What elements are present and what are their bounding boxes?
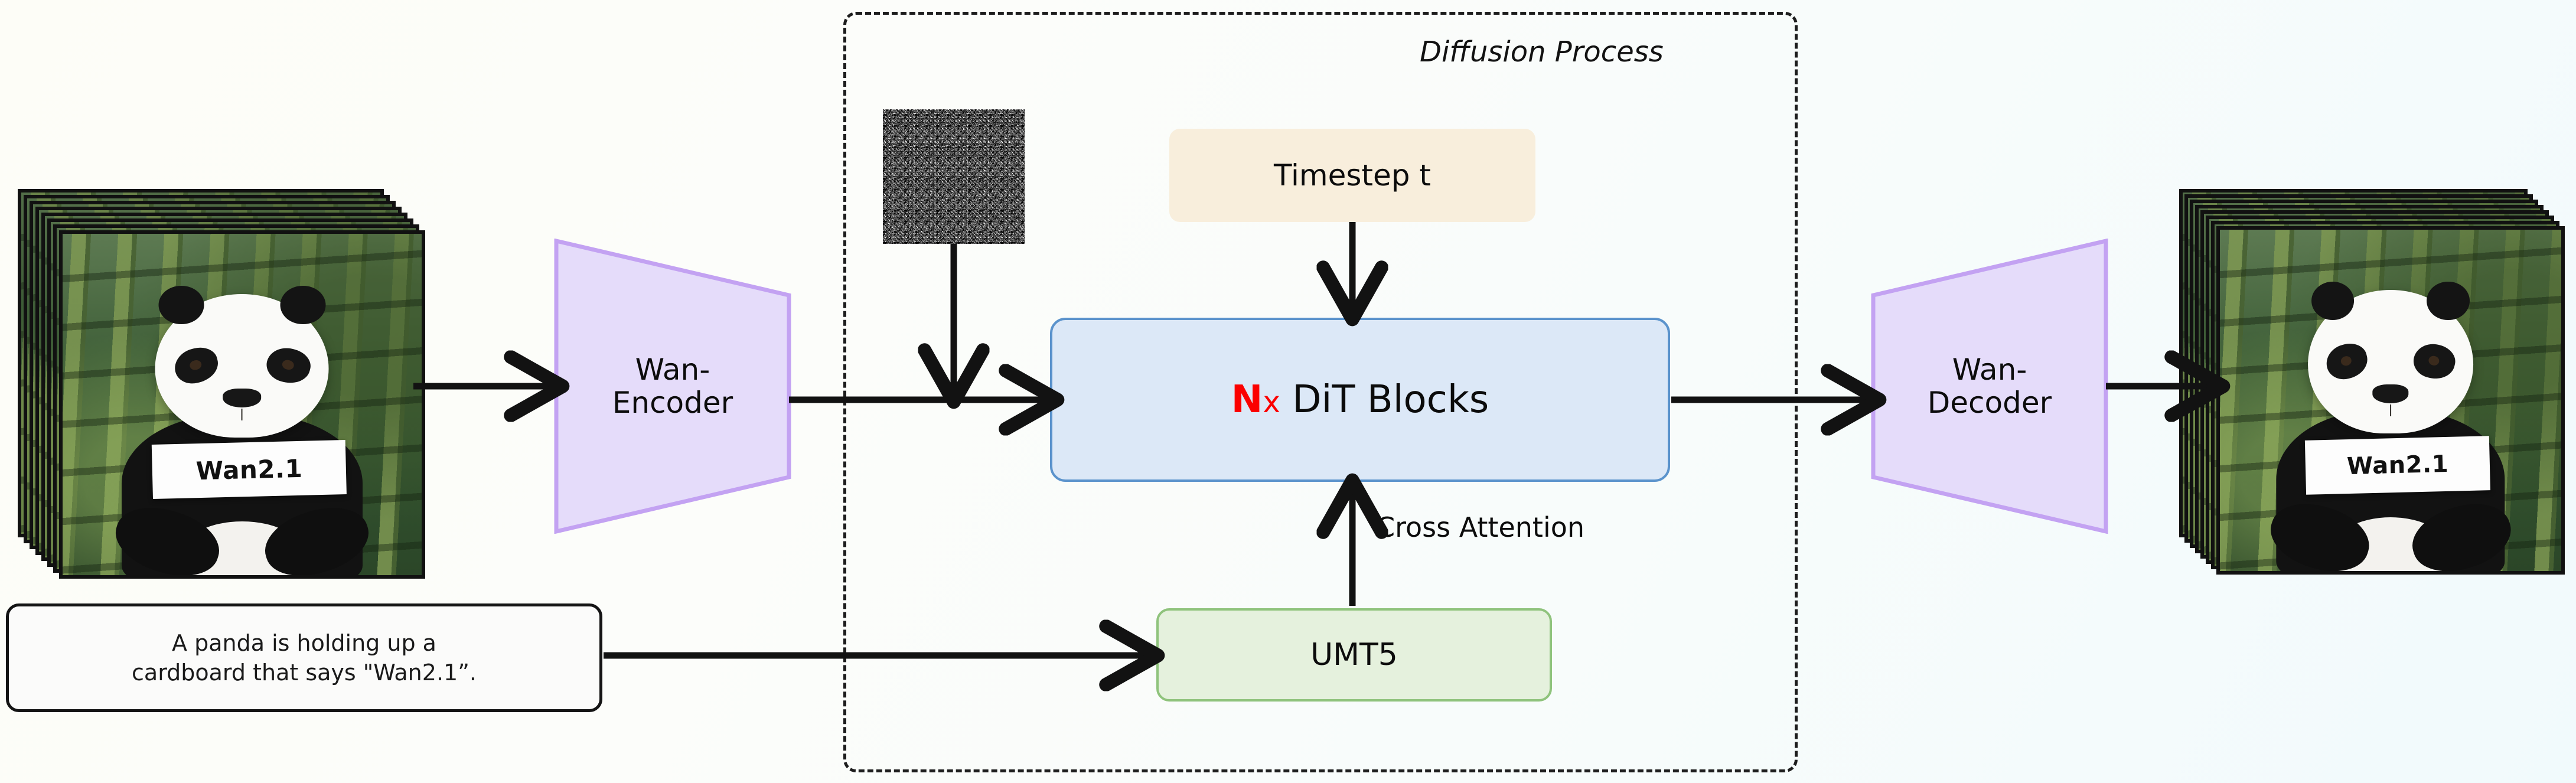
panda-illustration-output bbox=[2262, 281, 2519, 571]
dit-blocks-block[interactable]: Nx DiT Blocks bbox=[1050, 318, 1670, 482]
wan-decoder-label-line1: Wan- bbox=[1952, 353, 2027, 387]
diffusion-process-title: Diffusion Process bbox=[1420, 35, 1664, 68]
output-video-frame-front: Wan2.1 bbox=[2216, 226, 2565, 575]
prompt-line-1: A panda is holding up a bbox=[172, 629, 436, 656]
cross-attention-label: Cross Attention bbox=[1376, 511, 1585, 543]
input-video-frame-front: Wan2.1 bbox=[59, 230, 425, 579]
cardboard-sign-output: Wan2.1 bbox=[2304, 435, 2490, 495]
wan-decoder-label-line2: Decoder bbox=[1927, 386, 2052, 420]
dit-blocks-text: DiT Blocks bbox=[1292, 378, 1489, 422]
timestep-block[interactable]: Timestep t bbox=[1169, 129, 1535, 222]
panda-illustration bbox=[107, 285, 377, 575]
text-prompt-box[interactable]: A panda is holding up a cardboard that s… bbox=[6, 603, 602, 712]
cardboard-sign-output-text: Wan2.1 bbox=[2346, 450, 2449, 480]
wan-encoder-label-line2: Encoder bbox=[612, 386, 733, 420]
cardboard-sign-text: Wan2.1 bbox=[195, 454, 303, 485]
umt5-label: UMT5 bbox=[1310, 637, 1398, 673]
umt5-text-encoder-block[interactable]: UMT5 bbox=[1156, 608, 1552, 702]
encoder-shape bbox=[554, 239, 791, 534]
wan-decoder-block[interactable]: Wan- Decoder bbox=[1871, 239, 2108, 534]
diffusion-process-container bbox=[843, 12, 1798, 772]
cardboard-sign: Wan2.1 bbox=[151, 439, 347, 500]
dit-blocks-label: Nx DiT Blocks bbox=[1231, 378, 1489, 422]
gaussian-noise-patch bbox=[883, 109, 1025, 244]
wan-encoder-block[interactable]: Wan- Encoder bbox=[554, 239, 791, 534]
wan-encoder-label-line1: Wan- bbox=[635, 353, 710, 387]
dit-n-symbol: N bbox=[1231, 378, 1263, 422]
input-video-frames: Wan2.1 bbox=[18, 189, 425, 579]
prompt-line-2: cardboard that says "Wan2.1”. bbox=[132, 660, 477, 686]
timestep-label: Timestep t bbox=[1273, 158, 1431, 193]
output-video-frames: Wan2.1 bbox=[2179, 189, 2569, 579]
dit-times-symbol: x bbox=[1263, 385, 1280, 419]
